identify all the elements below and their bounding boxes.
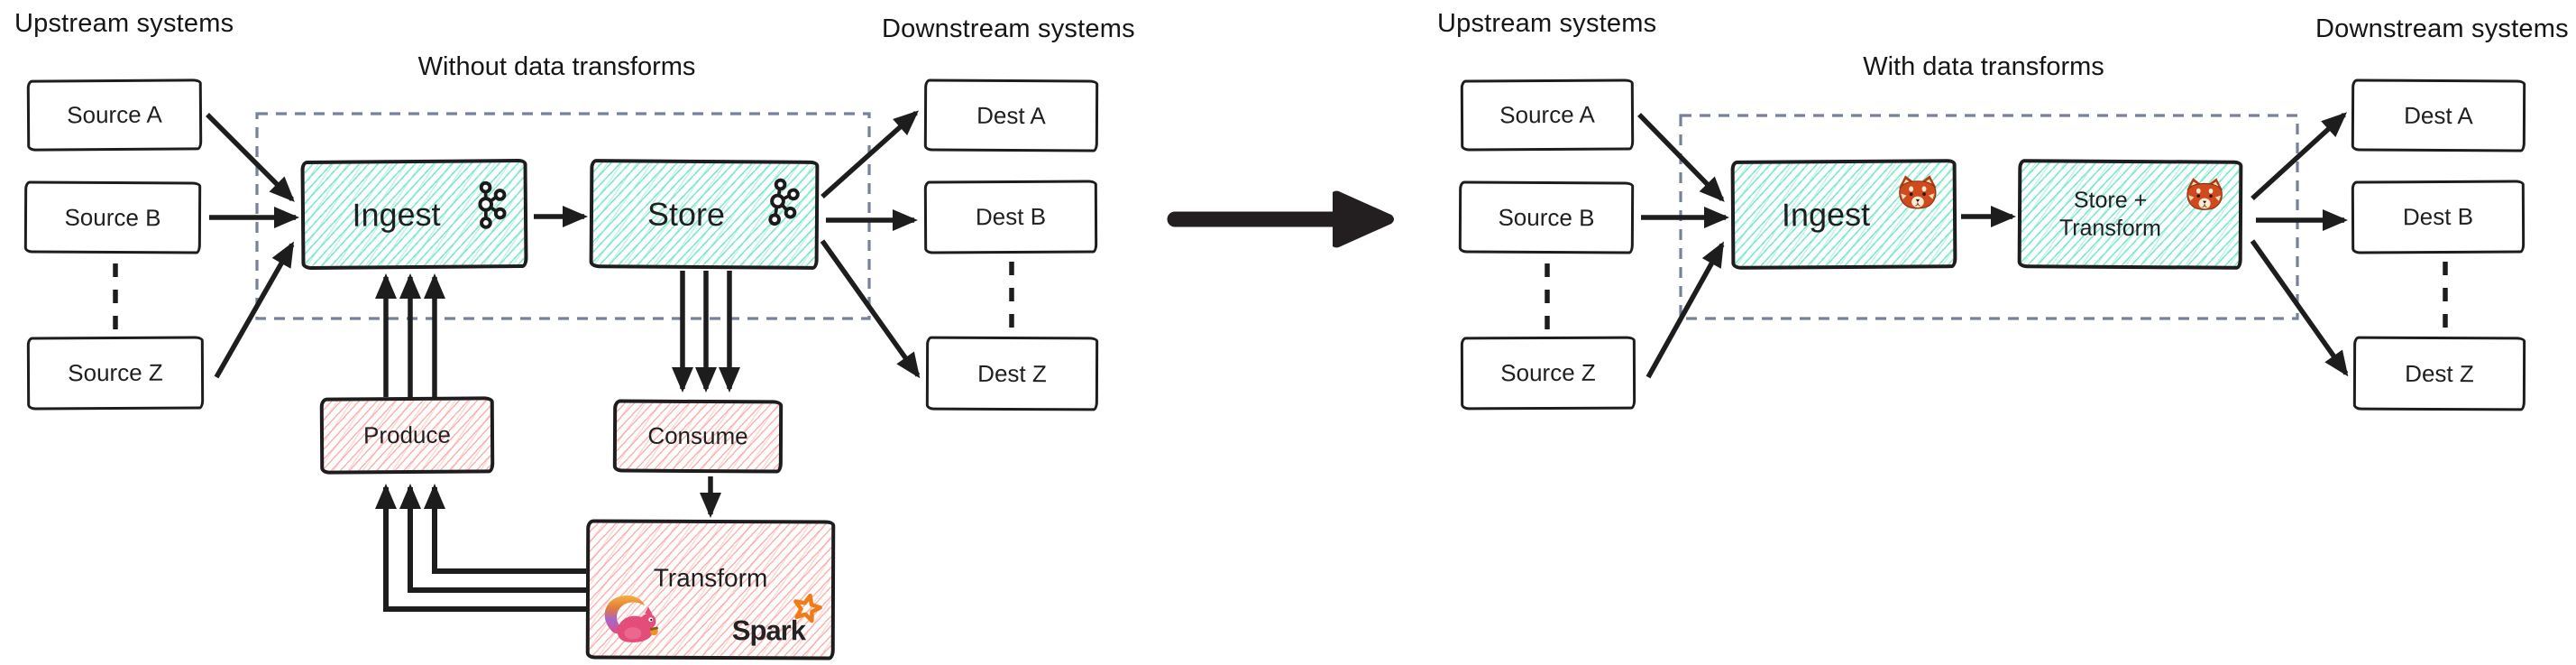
left-source-b-label: Source B <box>64 203 161 231</box>
left-source-arrows <box>206 113 299 379</box>
comparison-arrow <box>1167 190 1394 248</box>
right-source-z-box: Source Z <box>1460 336 1636 411</box>
left-source-z-box: Source Z <box>26 336 205 411</box>
right-dest-a-label: Dest A <box>2404 101 2473 129</box>
left-dest-arrows <box>820 110 921 379</box>
left-ingest-box: Ingest <box>300 158 528 271</box>
left-dest-a-box: Dest A <box>923 79 1099 152</box>
right-source-arrows <box>1637 113 1729 379</box>
flink-squirrel-icon <box>600 590 665 652</box>
right-dest-z-box: Dest Z <box>2352 336 2526 411</box>
left-source-b-box: Source B <box>23 180 202 254</box>
left-dest-b-label: Dest B <box>975 202 1047 231</box>
left-source-z-label: Source Z <box>68 358 163 387</box>
left-dest-b-box: Dest B <box>923 180 1098 254</box>
right-diagram-title: With data transforms <box>1863 52 2104 81</box>
left-dest-a-label: Dest A <box>976 101 1046 129</box>
right-upstream-heading: Upstream systems <box>1437 9 1657 38</box>
left-store-label: Store <box>646 195 726 233</box>
right-source-z-label: Source Z <box>1500 358 1596 387</box>
ellipsis-connectors <box>113 262 2448 330</box>
right-source-a-label: Source A <box>1499 100 1595 129</box>
transform-label: Transform <box>653 563 768 592</box>
right-dest-a-box: Dest A <box>2351 79 2526 152</box>
spark-star-icon <box>792 593 822 628</box>
right-source-b-label: Source B <box>1498 203 1595 231</box>
left-store-box: Store <box>589 159 820 270</box>
left-dest-z-box: Dest Z <box>925 336 1099 411</box>
right-ingest-label: Ingest <box>1781 195 1871 233</box>
transform-to-produce-arrows <box>375 484 586 612</box>
produce-label: Produce <box>362 420 452 449</box>
left-upstream-heading: Upstream systems <box>14 9 234 38</box>
transform-box: Transform Spark <box>585 519 836 660</box>
right-store-transform-box: Store +Transform <box>2017 159 2243 270</box>
redpanda-icon <box>2185 176 2224 218</box>
left-diagram-title: Without data transforms <box>417 52 696 81</box>
store-to-consume-arrows <box>672 271 740 393</box>
left-downstream-heading: Downstream systems <box>882 14 1135 43</box>
right-source-b-box: Source B <box>1458 180 1635 254</box>
produce-to-ingest-arrows <box>375 273 445 397</box>
left-source-a-label: Source A <box>67 100 162 129</box>
right-dest-b-label: Dest B <box>2402 202 2474 231</box>
right-dest-arrows <box>2250 112 2349 377</box>
consume-label: Consume <box>647 421 748 450</box>
right-source-a-box: Source A <box>1460 79 1635 152</box>
left-dest-z-label: Dest Z <box>977 359 1047 387</box>
consume-box: Consume <box>612 399 784 474</box>
right-downstream-heading: Downstream systems <box>2315 14 2569 43</box>
right-dest-z-label: Dest Z <box>2405 359 2474 387</box>
kafka-icon <box>757 174 805 236</box>
redpanda-icon <box>1897 173 1939 217</box>
left-source-a-box: Source A <box>26 79 203 152</box>
left-ingest-label: Ingest <box>352 195 441 234</box>
right-ingest-box: Ingest <box>1730 159 1957 270</box>
kafka-icon <box>471 179 510 236</box>
right-dest-b-box: Dest B <box>2351 180 2526 254</box>
produce-box: Produce <box>319 396 495 475</box>
right-store-transform-label: Store +Transform <box>2058 187 2161 241</box>
spark-logo: Spark <box>732 593 822 649</box>
